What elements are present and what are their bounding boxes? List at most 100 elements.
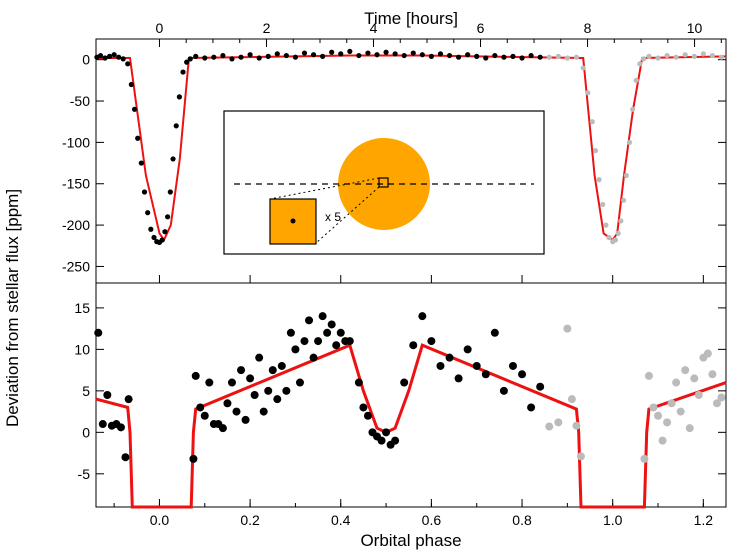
top-observed-point	[125, 61, 131, 67]
bottom-repeated-point	[694, 391, 703, 399]
bottom-observed-point	[237, 366, 246, 375]
bottom-observed-point	[205, 378, 214, 387]
top-observed-point	[220, 52, 226, 59]
top-y-tick-label: -250	[62, 258, 90, 274]
bottom-repeated-point	[576, 452, 585, 461]
bottom-observed-point	[291, 345, 300, 354]
bottom-observed-point	[241, 415, 250, 424]
bottom-data-points	[94, 312, 726, 463]
top-y-tick-label: -50	[70, 93, 90, 109]
bottom-repeated-point	[667, 399, 676, 408]
inset-planet-dot	[290, 218, 296, 224]
bottom-repeated-point	[563, 324, 572, 333]
top-repeated-point	[646, 53, 652, 59]
bottom-y-tick-label: 5	[82, 383, 90, 399]
top-repeated-point	[630, 106, 636, 112]
top-repeated-point	[626, 139, 633, 145]
top-repeated-point	[700, 51, 706, 57]
bottom-repeated-point	[644, 371, 653, 380]
top-observed-point	[116, 54, 122, 60]
bottom-observed-point	[527, 403, 536, 412]
top-repeated-point	[580, 65, 586, 71]
top-observed-point	[474, 53, 480, 59]
top-observed-point	[180, 69, 186, 75]
inset-zoom-guide-upper	[269, 177, 380, 200]
top-observed-point	[501, 54, 507, 60]
top-observed-point	[483, 55, 489, 61]
bottom-y-tick-label: 10	[74, 341, 90, 357]
bottom-observed-point	[277, 361, 286, 370]
top-observed-point	[111, 52, 117, 58]
top-repeated-point	[546, 54, 552, 60]
top-repeated-point	[682, 52, 688, 58]
bottom-repeated-point	[676, 407, 685, 416]
top-observed-point	[173, 123, 179, 129]
bottom-repeated-point	[685, 424, 694, 433]
top-observed-point	[465, 52, 471, 58]
top-repeated-point	[640, 56, 647, 62]
bottom-repeated-point	[567, 395, 576, 404]
top-observed-point	[138, 160, 144, 166]
bottom-repeated-point	[658, 436, 667, 445]
bottom-observed-point	[377, 436, 386, 445]
bottom-observed-point	[200, 411, 209, 420]
bottom-x-tick-label: 1.0	[603, 512, 623, 528]
bottom-repeated-point	[717, 393, 726, 402]
bottom-observed-point	[363, 411, 372, 420]
bottom-observed-point	[98, 420, 107, 429]
bottom-observed-point	[536, 382, 545, 391]
top-axis-title: Time [hours]	[364, 9, 458, 28]
top-observed-point	[283, 52, 289, 59]
top-observed-point	[128, 81, 134, 88]
bottom-x-tick-label: 0.2	[240, 512, 260, 528]
top-observed-point	[106, 53, 113, 59]
top-repeated-point	[618, 218, 624, 224]
inset-stellar-disk	[338, 138, 430, 230]
inset-planet-box	[378, 177, 389, 188]
top-data-points	[94, 48, 725, 246]
top-repeated-point	[585, 90, 591, 96]
top-observed-point	[102, 55, 108, 61]
top-repeated-point	[615, 230, 621, 236]
top-observed-point	[492, 52, 498, 59]
top-y-tick-label: 0	[82, 52, 90, 68]
bottom-observed-point	[445, 353, 454, 362]
time-tick-label: 4	[370, 20, 378, 36]
top-repeated-point	[637, 61, 643, 67]
bottom-observed-point	[189, 454, 198, 463]
bottom-x-tick-label: 0.8	[512, 512, 532, 528]
bottom-repeated-point	[690, 374, 699, 383]
top-repeated-point	[673, 54, 679, 60]
top-observed-point	[329, 49, 335, 55]
bottom-observed-point	[286, 328, 295, 337]
bottom-observed-point	[345, 337, 354, 346]
bottom-observed-point	[218, 424, 227, 433]
top-repeated-point	[573, 54, 580, 60]
bottom-observed-point	[359, 403, 368, 412]
bottom-repeated-point	[545, 422, 554, 431]
bottom-observed-point	[454, 374, 463, 383]
top-observed-point	[365, 50, 371, 56]
bottom-observed-point	[336, 328, 345, 337]
top-y-tick-label: -200	[62, 217, 90, 233]
top-repeated-point	[664, 52, 670, 59]
top-observed-point	[193, 53, 199, 59]
bottom-y-tick-label: -5	[78, 466, 91, 482]
bottom-observed-point	[508, 361, 517, 370]
bottom-observed-point	[300, 337, 309, 346]
top-observed-point	[347, 48, 353, 55]
bottom-observed-point	[323, 328, 332, 337]
top-repeated-point	[555, 53, 561, 59]
top-observed-point	[392, 51, 398, 57]
y-axis-title: Deviation from stellar flux [ppm]	[3, 189, 22, 427]
top-repeated-point	[603, 222, 609, 228]
bottom-observed-point	[116, 423, 125, 432]
top-observed-point	[292, 54, 299, 60]
top-observed-point	[176, 94, 182, 100]
top-repeated-point	[589, 119, 595, 125]
bottom-repeated-point	[654, 411, 663, 420]
bottom-observed-point	[264, 386, 273, 395]
top-repeated-point	[600, 201, 606, 208]
bottom-observed-point	[250, 391, 259, 399]
